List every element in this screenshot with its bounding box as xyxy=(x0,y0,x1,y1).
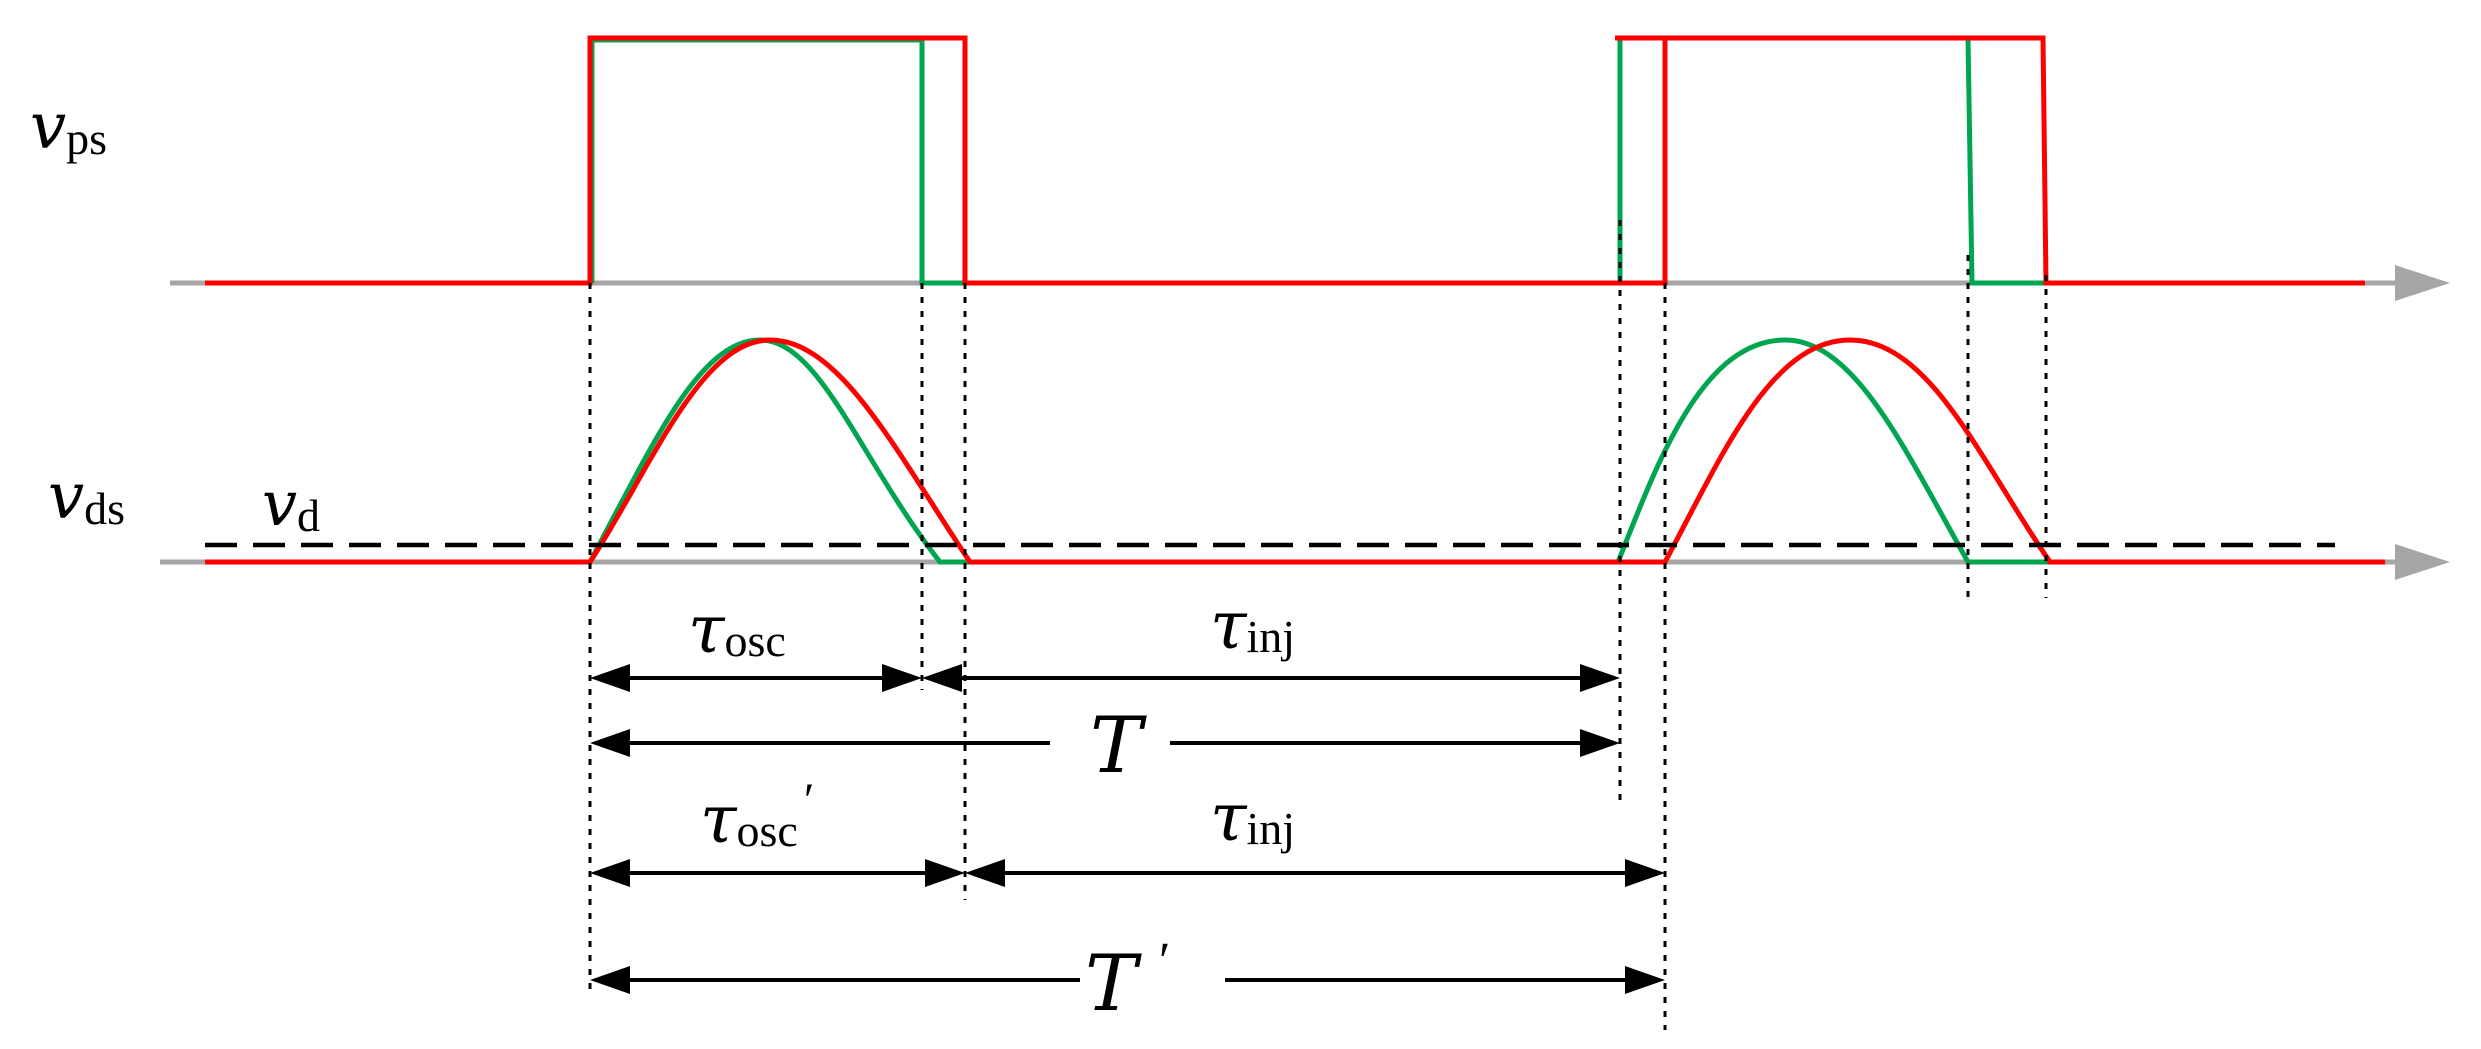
dimension-tau-inj xyxy=(922,664,1620,692)
period-label: T xyxy=(1090,701,1147,791)
vps-waveform-green-3 xyxy=(1965,37,2050,286)
arrow-right-icon xyxy=(1580,664,1620,692)
vds-waveform-red xyxy=(205,337,2385,565)
arrow-right-icon xyxy=(1625,966,1665,994)
vds-axis-arrow-icon xyxy=(2395,544,2450,580)
vps-waveform-red xyxy=(205,35,2365,286)
tau-inj-label: τinj xyxy=(1210,587,1295,664)
dimension-tau-inj-prime xyxy=(965,859,1665,887)
period-prime-label: T′ xyxy=(1085,933,1170,1029)
vds-label: vds xyxy=(48,460,125,534)
vps-waveform-green-2 xyxy=(1617,35,1665,283)
dimension-tau-osc-prime xyxy=(590,859,965,887)
vps-label: vps xyxy=(30,90,107,164)
arrow-left-icon xyxy=(590,966,630,994)
dimension-period-prime xyxy=(590,966,1665,994)
vps-axis-arrow-icon xyxy=(2395,265,2450,301)
arrow-right-icon xyxy=(1625,859,1665,887)
dimension-period xyxy=(590,729,1620,757)
tau-inj-prime-label: τinj xyxy=(1210,779,1295,856)
arrow-right-icon xyxy=(882,664,922,692)
arrow-left-icon xyxy=(922,664,962,692)
dimension-tau-osc xyxy=(590,664,922,692)
vd-label: vd xyxy=(262,467,320,541)
arrow-left-icon xyxy=(590,729,630,757)
tau-osc-prime-label: τosc′ xyxy=(700,774,814,858)
arrow-left-icon xyxy=(590,664,630,692)
arrow-left-icon xyxy=(965,859,1005,887)
arrow-left-icon xyxy=(590,859,630,887)
arrow-right-icon xyxy=(1580,729,1620,757)
arrow-right-icon xyxy=(925,859,965,887)
vds-waveform-green xyxy=(205,337,2050,565)
vps-waveform-green xyxy=(589,37,965,286)
tau-osc-label: τosc xyxy=(688,591,786,668)
